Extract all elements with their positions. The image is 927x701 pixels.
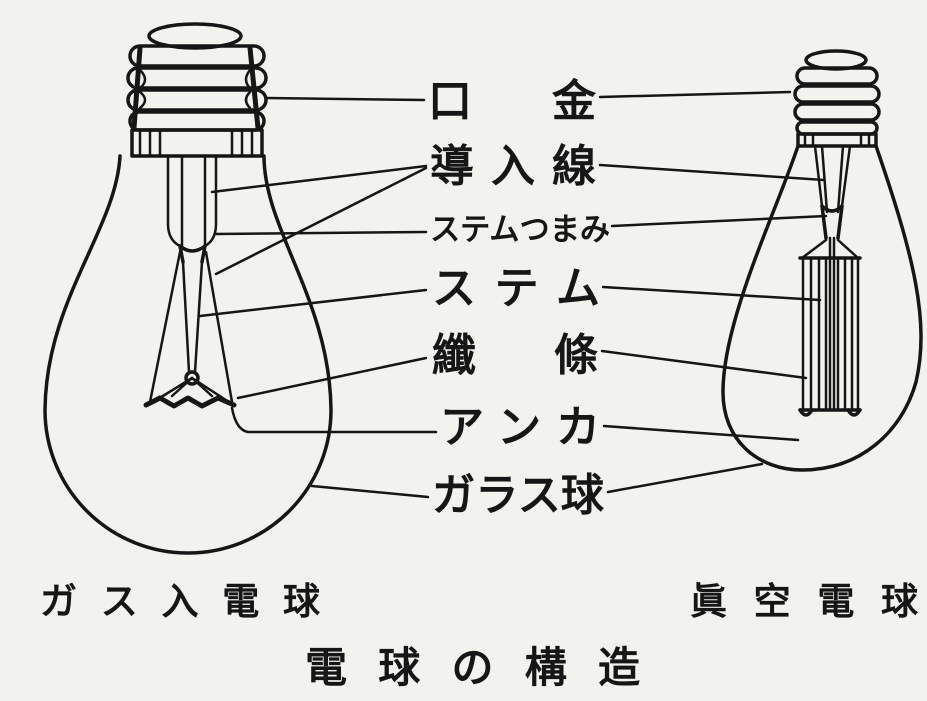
leader-stem-pinch-right: [610, 214, 828, 228]
left-bulb-base: [126, 22, 268, 158]
right-stem-pinch: [820, 204, 844, 240]
label-cap: 口 金: [428, 76, 597, 127]
label-stem-pinch: ステムつまみ: [430, 212, 610, 248]
left-lead-in-wires: [148, 154, 234, 404]
left-base-thread: [128, 44, 266, 68]
gas-filled-bulb-drawing: [43, 22, 333, 555]
left-base-thread: [128, 110, 266, 132]
label-filament: 纖 條: [432, 330, 598, 381]
caption-gas-filled-bulb: ガス入電球: [40, 579, 321, 623]
left-bulb-stem: [166, 154, 218, 374]
part-labels: 口 金 導入線 ステムつまみ ステム 纖 條 アンカ ガラス球: [428, 76, 610, 521]
leader-filament-right: [600, 349, 808, 380]
left-base-sides: [131, 45, 261, 131]
right-base-thread: [793, 84, 881, 104]
leader-glass-bulb-left: [310, 484, 430, 499]
leader-lead-in-wire-right: [598, 163, 826, 182]
left-base-thread: [126, 88, 268, 112]
right-base-collar: [796, 132, 878, 148]
leader-filament-left: [236, 356, 428, 400]
leader-lead-in-wire-left-lower: [214, 166, 428, 276]
leader-stem-right: [601, 285, 822, 302]
vacuum-bulb-drawing: [721, 49, 923, 472]
leader-stem-left: [198, 288, 428, 318]
right-stem-rod: [828, 236, 836, 412]
label-glass-bulb: ガラス球: [432, 470, 605, 521]
leader-anchor-right: [602, 424, 800, 442]
left-base-top: [147, 22, 243, 50]
right-bulb-filament: [798, 256, 862, 417]
left-stem-rod: [181, 260, 204, 374]
left-bulb-glass: [43, 154, 333, 555]
left-anchor-knot: [184, 370, 200, 386]
right-base-thread: [795, 66, 879, 86]
leader-cap-right: [598, 90, 792, 99]
right-bulb-glass: [721, 144, 923, 472]
leader-stem-pinch-left: [214, 230, 428, 236]
caption-vacuum-bulb: 眞空電球: [690, 579, 919, 623]
left-base-collar-hatching: [138, 130, 254, 156]
right-bulb-stem: [813, 144, 852, 412]
leader-cap-left: [264, 96, 426, 102]
left-base-thread: [126, 66, 268, 90]
label-anchor: アンカ: [440, 402, 600, 453]
right-bulb-base: [793, 49, 881, 148]
leader-lead-in-wire-left-upper: [210, 164, 428, 194]
leader-lines: [198, 90, 828, 499]
right-anchor-hooks: [798, 408, 862, 417]
right-base-collar-hatching: [803, 134, 871, 147]
left-base-collar: [130, 128, 264, 158]
left-stem-tube: [166, 154, 218, 248]
right-base-thread: [795, 120, 879, 136]
left-stem-pinch: [178, 244, 207, 264]
left-anchor-wires: [148, 376, 234, 406]
left-bulb-filament: [143, 370, 237, 409]
label-stem: ステム: [432, 263, 600, 314]
left-base-shading: [138, 68, 252, 110]
leader-glass-bulb-right: [606, 462, 764, 494]
leader-anchor-left: [230, 406, 438, 434]
figure-title: 電 球 の 構 造: [305, 643, 640, 692]
left-filament-coil: [143, 395, 237, 409]
right-stem-tube: [813, 144, 852, 208]
right-base-thread: [793, 102, 881, 122]
right-filament-strands: [801, 256, 860, 412]
label-lead-in-wire: 導入線: [430, 141, 596, 192]
